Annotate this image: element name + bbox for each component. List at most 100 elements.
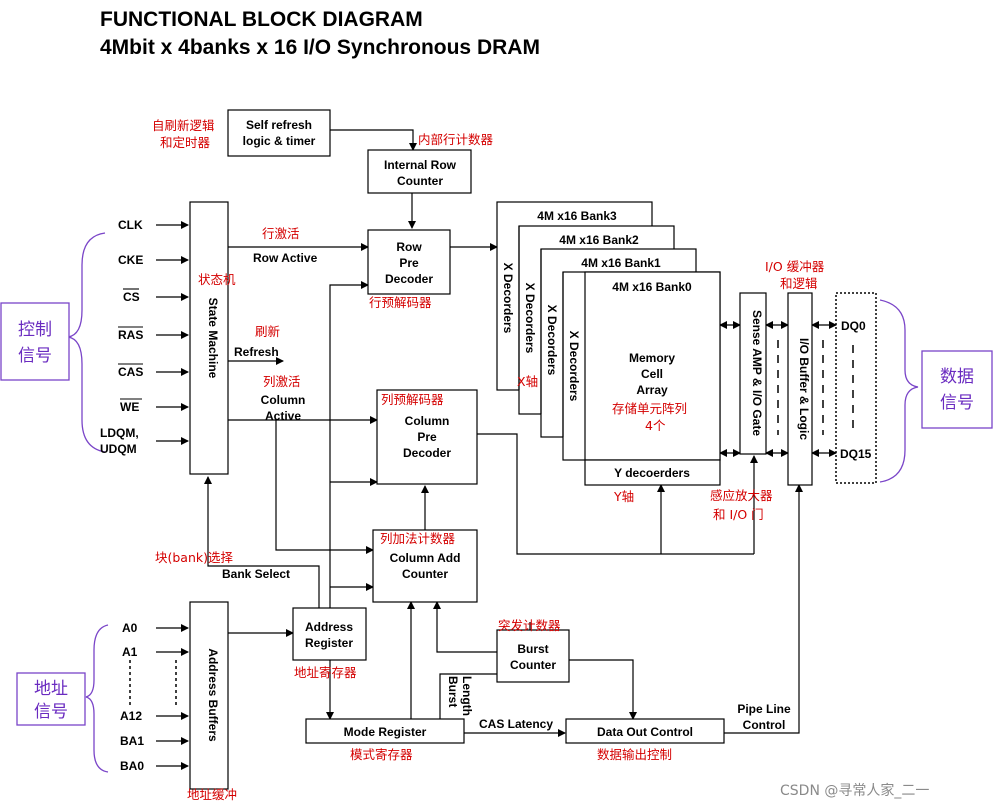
sense-amp-label: Sense AMP & I/O Gate (750, 310, 764, 436)
pin-a12: A12 (120, 709, 142, 723)
pin-a1: A1 (122, 645, 138, 659)
mode-register-label: Mode Register (344, 725, 427, 739)
pin-ras: RAS (118, 328, 143, 342)
memory-bank-stack (496, 201, 721, 486)
diagram-title: FUNCTIONAL BLOCK DIAGRAM (100, 8, 423, 31)
cn-burst-counter: 突发计数器 (498, 618, 561, 633)
address-register-block (292, 607, 367, 661)
column-active-signal-1: Column (261, 393, 306, 407)
dq-pin-group (835, 292, 877, 484)
column-pre-decoder-block (376, 389, 478, 485)
cn-row-active: 行激活 (262, 226, 300, 241)
address-buffers-label: Address Buffers (206, 648, 220, 742)
cn-sense-amp-1: 感应放大器 (710, 488, 773, 503)
pin-udqm: UDQM (100, 442, 137, 456)
mode-register-block (305, 718, 465, 744)
control-group-label-1: 控制 (18, 320, 52, 340)
memory-cell-label-1: Memory (629, 351, 675, 365)
pipe-line-control-signal-2: Control (743, 718, 786, 732)
data-group-label-2: 信号 (940, 393, 974, 413)
bank2-label: 4M x16 Bank2 (559, 233, 639, 247)
pin-we: WE (120, 400, 139, 414)
cn-refresh: 刷新 (255, 324, 280, 339)
burst-counter-label-1: Burst (517, 642, 548, 656)
memory-cell-label-3: Array (636, 383, 668, 397)
sense-amp-block (739, 292, 767, 455)
state-machine-label: State Machine (206, 298, 220, 379)
column-pre-decoder-label-3: Decoder (403, 446, 451, 460)
row-active-signal: Row Active (253, 251, 318, 265)
column-add-counter-block (372, 529, 478, 603)
column-pre-decoder-label-1: Column (405, 414, 450, 428)
x-decoder-bank1: X Decorders (545, 305, 559, 376)
cn-internal-row-counter: 内部行计数器 (418, 132, 494, 147)
cas-latency-signal: CAS Latency (479, 717, 553, 731)
bank3-label: 4M x16 Bank3 (537, 209, 617, 223)
memory-cell-label-2: Cell (641, 367, 663, 381)
address-group-label-2: 信号 (34, 702, 68, 722)
cn-mode-register: 模式寄存器 (350, 747, 413, 762)
cn-column-active: 列激活 (263, 374, 301, 389)
cn-memory-array-1: 存储单元阵列 (612, 401, 687, 416)
row-pre-decoder-label-2: Pre (399, 256, 419, 270)
internal-row-counter-label-2: Counter (397, 174, 443, 188)
cn-x-axis: X轴 (517, 374, 538, 389)
state-machine-block (189, 201, 229, 475)
cn-io-buffer-1: I/O 缓冲器 (765, 259, 825, 274)
control-group-label-2: 信号 (18, 346, 52, 366)
address-buffers-block (189, 601, 229, 790)
io-buffer-block (787, 292, 813, 486)
cn-self-refresh-2: 和定时器 (160, 135, 211, 150)
pin-ba0: BA0 (120, 759, 144, 773)
address-register-label-1: Address (305, 620, 353, 634)
column-active-signal-2: Active (265, 409, 301, 423)
pin-dq0: DQ0 (841, 319, 866, 333)
burst-length-signal-2: Length (460, 676, 474, 716)
pin-cs: CS (123, 290, 140, 304)
self-refresh-label-2: logic & timer (243, 134, 316, 148)
pin-ba1: BA1 (120, 734, 144, 748)
x-decoder-bank3: X Decorders (501, 263, 515, 334)
diagram-subtitle: 4Mbit x 4banks x 16 I/O Synchronous DRAM (100, 36, 540, 59)
row-pre-decoder-label-1: Row (396, 240, 422, 254)
pipe-line-control-signal-1: Pipe Line (737, 702, 791, 716)
column-pre-decoder-label-2: Pre (417, 430, 437, 444)
cn-self-refresh-1: 自刷新逻辑 (152, 118, 215, 133)
self-refresh-label-1: Self refresh (246, 118, 312, 132)
x-decoder-bank2: X Decorders (523, 283, 537, 354)
column-add-counter-label-1: Column Add (390, 551, 461, 565)
data-group-label-1: 数据 (940, 367, 974, 387)
cn-address-buffers: 地址缓冲 (187, 787, 237, 802)
cn-sense-amp-2: 和 I/O 门 (713, 507, 764, 522)
watermark: CSDN @寻常人家_二一 (780, 782, 929, 799)
bank1-label: 4M x16 Bank1 (581, 256, 661, 270)
pin-dq15: DQ15 (840, 447, 872, 461)
pin-cke: CKE (118, 253, 143, 267)
refresh-signal: Refresh (234, 345, 279, 359)
column-add-counter-label-2: Counter (402, 567, 448, 581)
self-refresh-block (227, 109, 331, 157)
cn-state-machine: 状态机 (198, 272, 236, 287)
x-decoder-bank0: X Decorders (567, 331, 581, 402)
address-signal-group: 地址 信号 (16, 672, 86, 726)
cn-address-register: 地址寄存器 (294, 665, 357, 680)
control-signal-group: 控制 信号 (0, 302, 70, 381)
address-register-label-2: Register (305, 636, 353, 650)
cn-column-add-counter: 列加法计数器 (380, 531, 456, 546)
row-pre-decoder-label-3: Decoder (385, 272, 433, 286)
burst-length-signal-1: Burst (446, 676, 460, 707)
cn-data-out-control: 数据输出控制 (597, 747, 672, 762)
io-buffer-label: I/O Buffer & Logic (797, 338, 811, 440)
burst-counter-block (496, 629, 570, 683)
y-decoder-label: Y decoerders (614, 466, 690, 480)
address-group-label-1: 地址 (34, 679, 68, 699)
row-pre-decoder-block (367, 229, 451, 295)
cn-io-buffer-2: 和逻辑 (780, 276, 818, 291)
internal-row-counter-label-1: Internal Row (384, 158, 457, 172)
bank-select-signal: Bank Select (222, 567, 290, 581)
pin-cas: CAS (118, 365, 143, 379)
cn-memory-array-2: 4个 (645, 418, 666, 433)
pin-clk: CLK (118, 218, 143, 232)
pin-ldqm: LDQM, (100, 426, 139, 440)
data-out-control-label: Data Out Control (597, 725, 693, 739)
